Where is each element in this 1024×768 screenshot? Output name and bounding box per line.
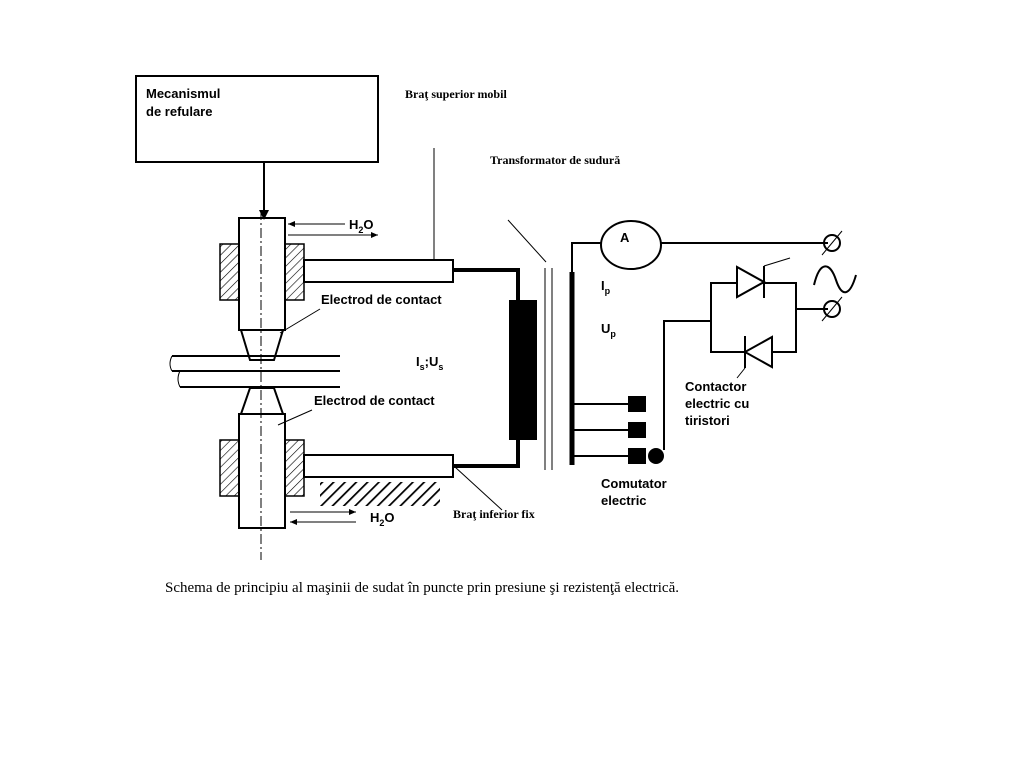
lower-arm-label: Braţ inferior fix bbox=[453, 507, 535, 521]
transformer-core: Transformator de sudură bbox=[490, 153, 620, 470]
upper-arm: Braţ superior mobil bbox=[303, 87, 507, 283]
contactor-label-line2: electric cu bbox=[685, 396, 749, 411]
water-inlet-upper: H2O bbox=[288, 217, 378, 238]
contactor-label-line3: tiristori bbox=[685, 413, 730, 428]
electrode-label-upper: Electrod de contact bbox=[321, 292, 442, 307]
ac-source-icon bbox=[813, 265, 857, 294]
contactor-label-line1: Contactor bbox=[685, 379, 746, 394]
mechanism-box: Mecanismul de refulare bbox=[135, 75, 379, 163]
terminal-lower bbox=[823, 300, 841, 318]
electrode-pointers: Electrod de contact Electrod de contact bbox=[277, 292, 442, 426]
commutator-label-line2: electric bbox=[601, 493, 647, 508]
ammeter: A bbox=[600, 220, 828, 270]
upper-electrode-holder bbox=[219, 217, 305, 361]
figure-caption: Schema de principiu al maşinii de sudat … bbox=[165, 580, 679, 596]
thyristor-contactor: Contactor electric cu tiristori bbox=[663, 257, 828, 450]
lower-electrode-holder bbox=[219, 387, 305, 529]
commutator-label-line1: Comutator bbox=[601, 476, 667, 491]
electrode-label-lower: Electrod de contact bbox=[314, 393, 435, 408]
mechanism-label-line2: de refulare bbox=[146, 104, 212, 119]
primary-current-label: Ip bbox=[601, 278, 611, 296]
mechanism-label-line1: Mecanismul bbox=[146, 86, 220, 101]
transformer-label: Transformator de sudură bbox=[490, 153, 620, 167]
lower-arm: Braţ inferior fix bbox=[303, 454, 535, 521]
secondary-label: Is;Us bbox=[416, 354, 443, 372]
water-label-upper: H2O bbox=[349, 217, 374, 235]
water-inlet-lower: H2O bbox=[290, 509, 395, 528]
secondary-circuit: Is;Us bbox=[416, 268, 537, 468]
water-label-lower: H2O bbox=[370, 510, 395, 528]
commutator: Comutator electric bbox=[572, 396, 667, 508]
upper-arm-label: Braţ superior mobil bbox=[405, 87, 507, 101]
ammeter-label: A bbox=[620, 230, 630, 245]
terminal-upper bbox=[823, 234, 841, 252]
primary-voltage-label: Up bbox=[601, 321, 616, 339]
supply-terminals bbox=[813, 230, 857, 322]
primary-winding: Ip Up bbox=[569, 242, 616, 465]
